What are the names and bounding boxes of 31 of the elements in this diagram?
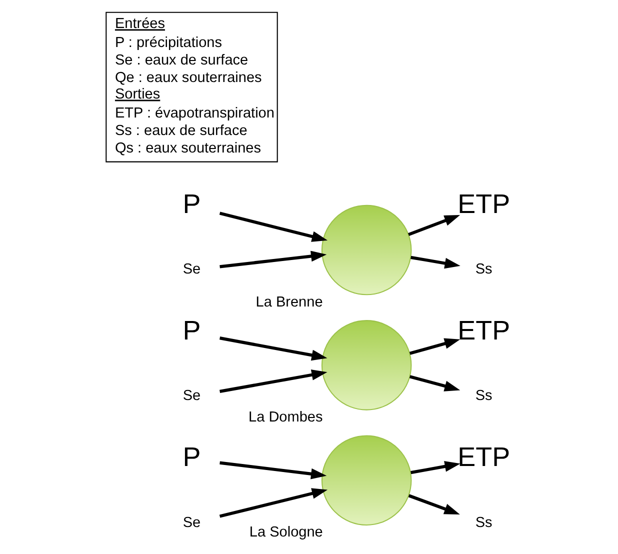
node-circle <box>321 435 412 526</box>
node-circle <box>321 320 412 410</box>
arrow <box>408 494 460 514</box>
node-box: Entrées P : précipitations Se : eaux de surface Qe : eaux souterraines Sorties ETP : évapotranspiration Ss : eaux de surface Qs : eaux souterraines <box>106 12 278 162</box>
node-label: La Brenne <box>256 294 323 310</box>
arrow <box>220 336 328 361</box>
node-text: Se <box>182 388 201 404</box>
arrow <box>220 250 327 268</box>
node-text: Ss <box>475 388 492 404</box>
node-circle <box>321 204 412 296</box>
arrow <box>409 375 460 392</box>
arrow <box>219 212 328 242</box>
node-text: ETP <box>458 442 510 472</box>
node-text: Se <box>182 514 201 531</box>
node-text: P <box>182 442 201 472</box>
node-text: Se <box>182 262 201 278</box>
node-text: Ss <box>475 262 492 278</box>
node-text: ETP <box>458 188 510 219</box>
arrow <box>219 488 328 518</box>
arrow <box>410 461 460 474</box>
arrow <box>409 338 460 355</box>
node-label: La Sologne <box>249 524 323 541</box>
node-text: Ss <box>475 514 492 531</box>
node-text: P <box>182 316 201 346</box>
arrow <box>408 215 460 236</box>
node-text: ETP <box>458 316 510 346</box>
node-label: La Dombes <box>248 409 323 426</box>
arrow <box>220 369 328 393</box>
arrow <box>220 461 327 480</box>
node-text: P <box>182 188 201 219</box>
arrow <box>410 256 460 269</box>
